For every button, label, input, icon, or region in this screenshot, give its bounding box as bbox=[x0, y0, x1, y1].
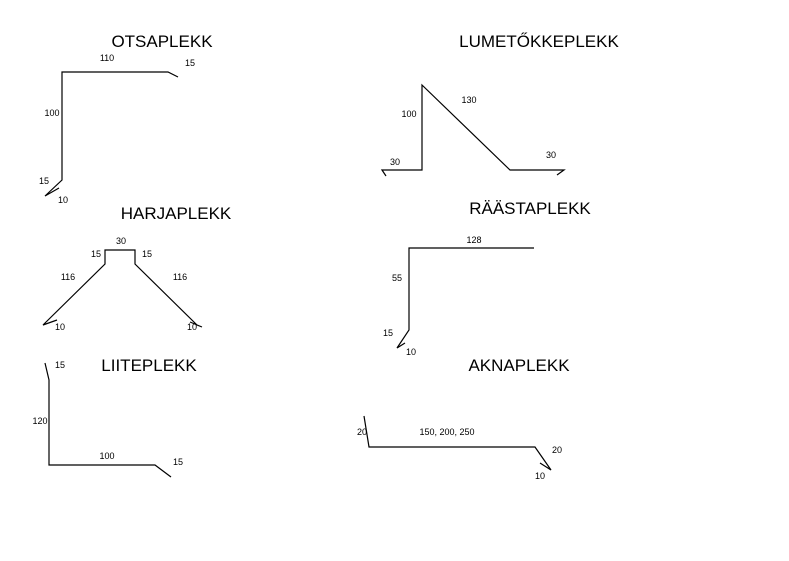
dim-right-hem: 10 bbox=[187, 322, 197, 332]
profile-outline bbox=[396, 247, 534, 349]
profile-outline bbox=[380, 83, 566, 177]
profile-liiteplekk: LIITEPLEKK 15 120 100 15 bbox=[32, 356, 197, 478]
dim-top: 128 bbox=[466, 235, 481, 245]
dim-hem: 10 bbox=[58, 195, 68, 205]
profile-title: OTSAPLEKK bbox=[111, 32, 213, 51]
dim-top-fold: 15 bbox=[185, 58, 195, 68]
dim-top: 30 bbox=[116, 236, 126, 246]
dim-top-fold: 15 bbox=[55, 360, 65, 370]
dim-left-slope: 116 bbox=[61, 272, 75, 282]
dim-bottom: 100 bbox=[99, 451, 114, 461]
dim-left-hem: 10 bbox=[55, 322, 65, 332]
dim-right-fold: 20 bbox=[552, 445, 562, 455]
profile-title: LIITEPLEKK bbox=[101, 356, 197, 375]
dim-side: 55 bbox=[392, 273, 402, 283]
profile-title: HARJAPLEKK bbox=[121, 204, 232, 223]
dim-side: 120 bbox=[32, 416, 47, 426]
profile-raastaplekk: RÄÄSTAPLEKK 128 55 15 10 bbox=[383, 199, 591, 357]
dim-right-slope: 116 bbox=[173, 272, 187, 282]
dim-end-fold: 15 bbox=[173, 457, 183, 467]
profile-outline bbox=[42, 249, 203, 328]
dim-height: 100 bbox=[401, 109, 416, 119]
dim-hem: 10 bbox=[406, 347, 416, 357]
profile-title: AKNAPLEKK bbox=[468, 356, 570, 375]
dim-left-fold: 30 bbox=[390, 157, 400, 167]
dim-bottom-fold: 15 bbox=[383, 328, 393, 338]
dim-bottom-fold: 15 bbox=[39, 176, 49, 186]
profile-harjaplekk: HARJAPLEKK 30 15 15 116 116 10 10 bbox=[42, 204, 232, 332]
profile-title: RÄÄSTAPLEKK bbox=[469, 199, 591, 218]
profile-outline bbox=[363, 415, 552, 471]
profile-outline bbox=[44, 71, 179, 197]
dim-left-riser: 15 bbox=[91, 249, 101, 259]
dim-left-fold: 20 bbox=[357, 427, 367, 437]
profile-title: LUMETŐKKEPLEKK bbox=[459, 32, 619, 51]
dim-right-fold: 30 bbox=[546, 150, 556, 160]
dim-side: 100 bbox=[44, 108, 59, 118]
dim-right-riser: 15 bbox=[142, 249, 152, 259]
dim-width: 150, 200, 250 bbox=[419, 427, 474, 437]
dim-slope: 130 bbox=[461, 95, 476, 105]
profile-outline bbox=[44, 362, 172, 478]
profile-lumetokkeplekk: LUMETŐKKEPLEKK 100 130 30 30 bbox=[380, 32, 619, 177]
profile-otsaplekk: OTSAPLEKK 110 15 100 15 10 bbox=[39, 32, 213, 205]
dim-top: 110 bbox=[100, 53, 114, 63]
dim-hem: 10 bbox=[535, 471, 545, 481]
profile-aknaplekk: AKNAPLEKK 20 150, 200, 250 20 10 bbox=[357, 356, 570, 481]
